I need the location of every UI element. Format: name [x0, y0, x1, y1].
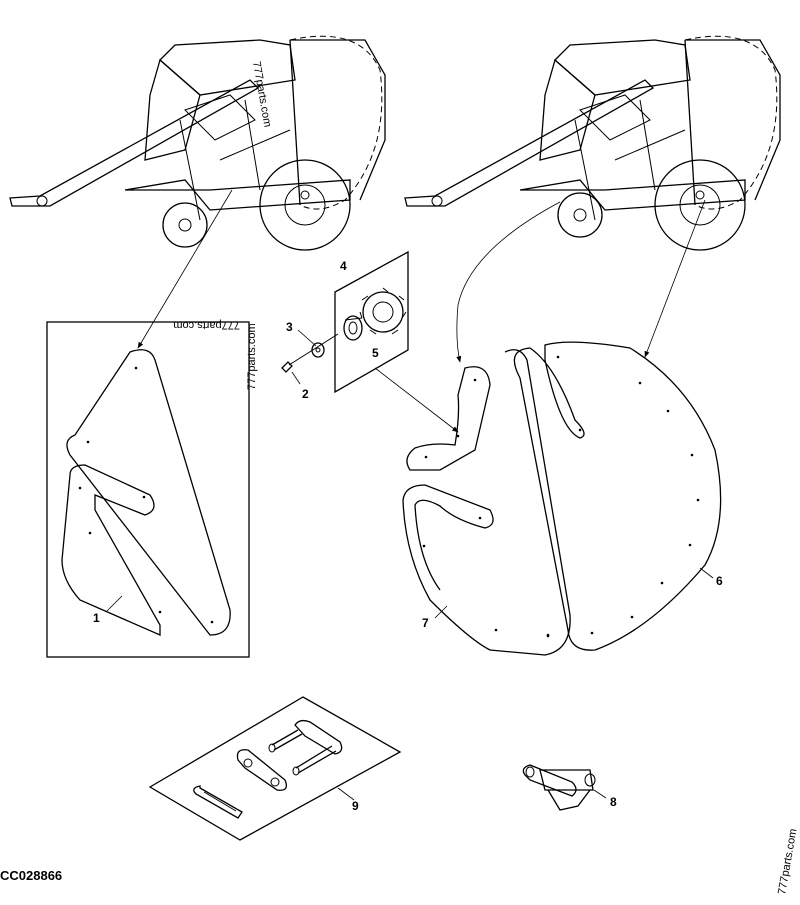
- callout-labels: 1 2 3 4 5 6 7 8 9: [93, 259, 723, 813]
- callout-4: 4: [340, 259, 347, 273]
- baler-illustration-right: [404, 35, 781, 251]
- callout-2: 2: [302, 387, 309, 401]
- shield-plate-7-upper: [406, 366, 491, 471]
- offset-link: [522, 764, 607, 811]
- shield-plate-6: [513, 341, 722, 651]
- watermark-bottom-right: 777parts.com: [776, 828, 799, 896]
- assembly-arrows: [137, 189, 706, 433]
- callout-1: 1: [93, 611, 100, 625]
- callout-6: 6: [716, 574, 723, 588]
- callout-3: 3: [286, 320, 293, 334]
- washer-and-bolt: [281, 329, 339, 385]
- callout-7: 7: [422, 616, 429, 630]
- drawing-code: CC028866: [0, 868, 62, 883]
- callout-5: 5: [372, 346, 379, 360]
- shield-plate-7-lower: [402, 349, 571, 656]
- shield-panel-box: [46, 321, 250, 658]
- shield-plates-right: [402, 341, 722, 656]
- callout-8: 8: [610, 795, 617, 809]
- callout-9: 9: [352, 799, 359, 813]
- chain-link-kit: [148, 696, 402, 841]
- baler-illustration-left: [9, 35, 386, 251]
- shield-plate-lower: [61, 464, 161, 636]
- watermark-box: 777parts.com: [246, 323, 258, 390]
- shield-plate-upper: [66, 349, 231, 636]
- sprocket-box: [334, 250, 409, 394]
- watermark-box-upside: 777parts.com: [173, 319, 240, 331]
